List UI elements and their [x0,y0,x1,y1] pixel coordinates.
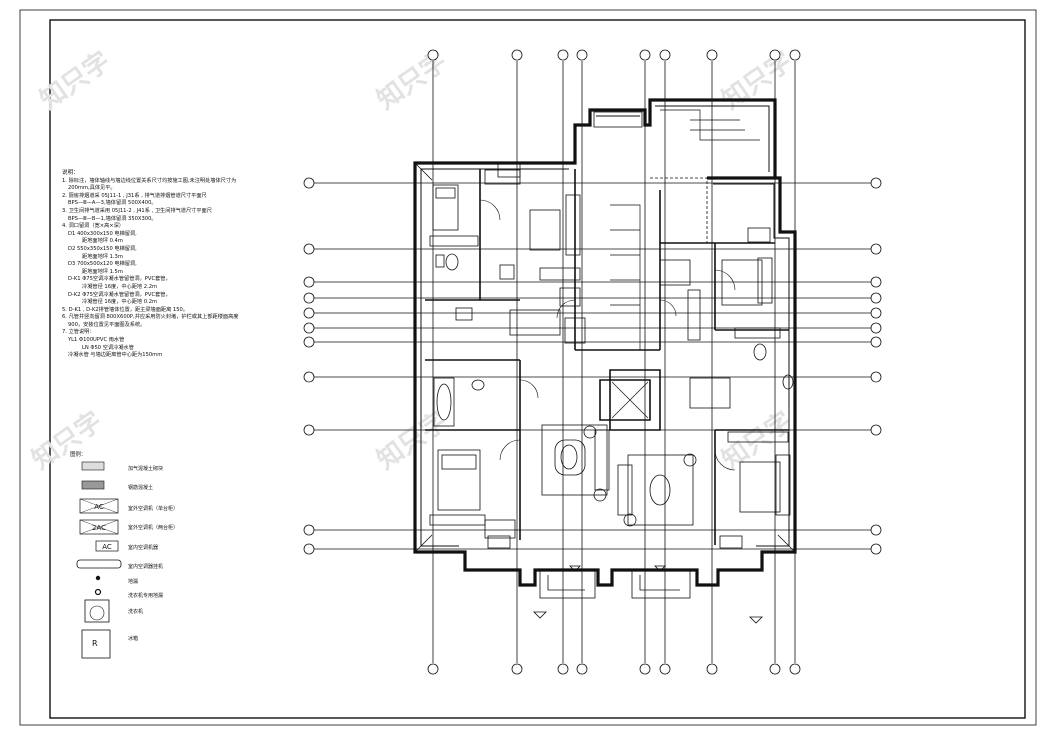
note-line: 6. 凡管井竖向留洞 800X600P,并应采用防火封堵，护栏或其上部距楼面高度 [62,314,239,321]
building-outline [413,98,797,587]
legend-label: 地漏 [128,579,139,585]
grid-bubble-right [870,177,882,189]
grid-bubble-right [870,543,882,555]
grid-bubble-bottom [706,663,718,675]
grid-bubble-top [511,49,523,61]
grid-bubble-left [303,243,315,255]
grid-bubble-right [870,424,882,436]
section-markers [533,565,763,624]
grid-bubble-bottom [769,663,781,675]
grid-bubble-left [303,177,315,189]
grid-bubble-bottom [557,663,569,675]
grid-bubble-top [639,49,651,61]
grid-bubble-left [303,524,315,536]
grid-bubble-bottom [789,663,801,675]
grid-bubble-right [870,524,882,536]
grid-bubble-left [303,307,315,319]
note-line: 距地面地坪 0.4m [82,238,123,245]
sheet-outer-border [19,9,1037,726]
grid-bubble-top [427,49,439,61]
grid-bubble-left [303,322,315,334]
note-line: 距地面地坪 1.3m [82,253,123,260]
grid-bubble-right [870,243,882,255]
note-line: 2. 厨房排烟道采 05J11-1 , J31系 , 排气道排烟管道尺寸平面尺 [62,192,207,199]
note-line: D-K1 Φ75空调冷凝水管留管洞，PVC套管， [68,276,171,283]
legend-label: 加气混凝土砌块 [128,466,164,472]
design-notes: 说明： 1. 除标注，墙体轴线与墙边线位置关系尺寸均按施工图,未注明处墙体尺寸为… [62,170,262,360]
interior-walls [425,109,789,545]
grid-bubble-right [870,336,882,348]
grid-bubble-top [557,49,569,61]
grid-bubble-left [303,424,315,436]
grid-bubble-right [870,276,882,288]
grid-bubble-left [303,371,315,383]
note-line: 3. 卫生间排气道采用 05J11-2 , J41系 , 卫生间排气道尺寸平面尺 [62,207,212,214]
legend-label: 冰箱 [128,636,139,642]
grid-bubble-bottom [576,663,588,675]
grid-bubble-right [870,322,882,334]
legend-label: 洗衣机专用地漏 [128,593,164,599]
legend-label: 钢筋混凝土 [128,485,154,491]
note-line: 5. D-K1 , D-K2排管墙体位置，距主梁墙面距离 150。 [62,306,189,313]
grid-bubble-right [870,292,882,304]
notes-title: 说明： [62,170,79,176]
note-line: 1. 除标注，墙体轴线与墙边线位置关系尺寸均按施工图,未注明处墙体尺寸为 [62,177,237,184]
note-line: 900，安装位置见平面图及系统。 [68,321,146,328]
note-line: D2 550x350x150 电梯留洞, [68,245,137,252]
note-line: 冷凝管径 16度，中心距地 2.2m [82,283,158,290]
grid-bubble-right [870,371,882,383]
note-line: 冷凝水管 与墙边距离管中心距为150mm [68,352,163,359]
legend-label: 室外空调机（单台柜） [128,506,179,512]
grid-bubble-top [706,49,718,61]
grid-bubble-left [303,292,315,304]
note-line: LN Φ50 空调冷凝水管 [82,344,134,351]
sheet-inner-border [49,19,1026,719]
grid-bubble-bottom [427,663,439,675]
grid-bubble-top [789,49,801,61]
grid-bubble-left [303,276,315,288]
note-line: 7. 立管说明： [62,329,95,336]
note-line: D-K2 Φ75空调冷凝水管留管洞，PVC套管， [68,291,171,298]
note-line: YL1 Φ100UPVC 雨水管 [68,337,125,344]
legend-label: 室内空调机器 [128,545,159,551]
note-line: 200mm,具体见平。 [68,185,116,192]
note-line: 距地面地坪 1.5m [82,268,123,275]
grid-bubble-top [769,49,781,61]
grid-bubble-left [303,543,315,555]
door-arcs [479,199,736,471]
note-line: D1 400x300x150 电梯留洞, [68,230,137,237]
grid-bubble-top [659,49,671,61]
grid-bubble-left [303,336,315,348]
note-line: D3 700x500x120 电梯留洞, [68,261,137,268]
legend-label: 室内空调器挂机 [128,564,164,570]
legend-label: 室外空调机（两台柜） [128,525,179,531]
legend-title: 图例： [70,452,87,458]
note-line: BPS—Ⅲ—A—3,墙体留洞 500X400。 [68,200,157,207]
legend-label: 洗衣机 [128,609,144,615]
note-line: 4. 洞口留洞（宽×高×深） [62,223,124,230]
grid-bubble-bottom [639,663,651,675]
note-line: BPS—Ⅲ—B—1,墙体留洞 350X300。 [68,215,157,222]
note-line: 冷凝管径 16度，中心距地 0.2m [82,299,158,306]
furniture-group [429,111,794,599]
grid-bubble-right [870,307,882,319]
grid-bubble-top [576,49,588,61]
grid-bubble-bottom [659,663,671,675]
grid-bubble-bottom [511,663,523,675]
